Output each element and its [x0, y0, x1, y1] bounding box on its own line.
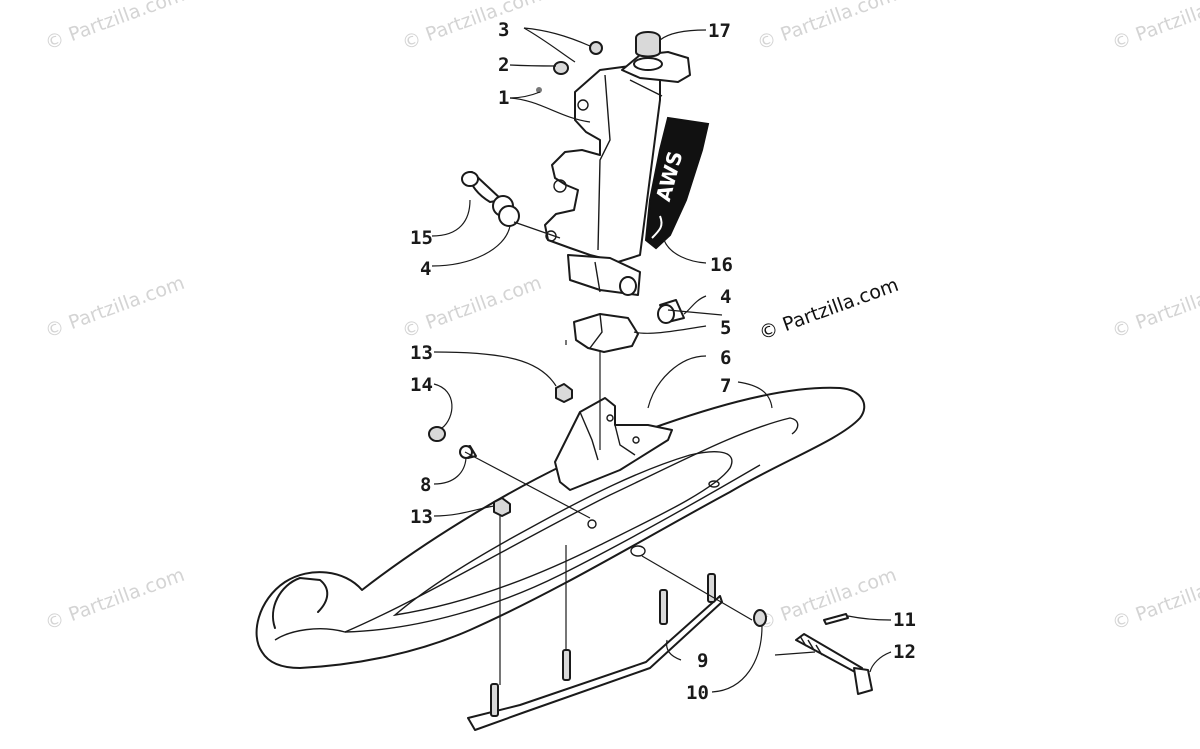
bushings-left — [461, 171, 520, 227]
label-1: 1 — [498, 87, 509, 109]
watermark: © Partzilla.com — [1109, 0, 1200, 55]
label-10: 10 — [686, 682, 709, 704]
spindle-lower-part — [567, 254, 641, 296]
label-13: 13 — [410, 506, 433, 528]
label-13: 13 — [410, 342, 433, 364]
label-9: 9 — [697, 650, 708, 672]
watermark: © Partzilla.com — [42, 564, 187, 635]
label-2: 2 — [498, 54, 509, 76]
ski-saddle-part — [554, 397, 673, 491]
label-17: 17 — [708, 20, 731, 42]
ski-part — [255, 386, 866, 669]
bushing-right — [657, 299, 685, 324]
watermark: © Partzilla.com — [399, 0, 544, 55]
watermark: © Partzilla.com — [42, 0, 187, 55]
label-4: 4 — [420, 258, 431, 280]
label-11: 11 — [893, 609, 916, 631]
bracket-part — [573, 313, 639, 353]
hardware-parts — [428, 41, 873, 695]
callout-leaders — [431, 27, 892, 693]
spindle-housing-part — [544, 65, 663, 263]
label-5: 5 — [720, 317, 731, 339]
watermark: © Partzilla.com — [1109, 564, 1200, 635]
part-labels: 3 2 1 17 15 4 16 4 5 6 7 13 14 8 13 9 10… — [410, 19, 916, 704]
watermark: © Partzilla.com — [399, 272, 544, 343]
watermark: © Partzilla.com — [42, 272, 187, 343]
label-16: 16 — [710, 254, 733, 276]
watermark: © Partzilla.com — [1109, 272, 1200, 343]
watermark: © Partzilla.com — [754, 0, 899, 55]
label-8: 8 — [420, 474, 431, 496]
copyright-notice: © Partzilla.com — [756, 274, 901, 345]
label-3: 3 — [498, 19, 509, 41]
decal-part: AWS — [644, 116, 710, 250]
label-7: 7 — [720, 375, 731, 397]
label-12: 12 — [893, 641, 916, 663]
label-14: 14 — [410, 374, 433, 396]
label-15: 15 — [410, 227, 433, 249]
top-arm-part — [621, 31, 691, 83]
label-6: 6 — [720, 347, 731, 369]
label-4: 4 — [720, 286, 731, 308]
